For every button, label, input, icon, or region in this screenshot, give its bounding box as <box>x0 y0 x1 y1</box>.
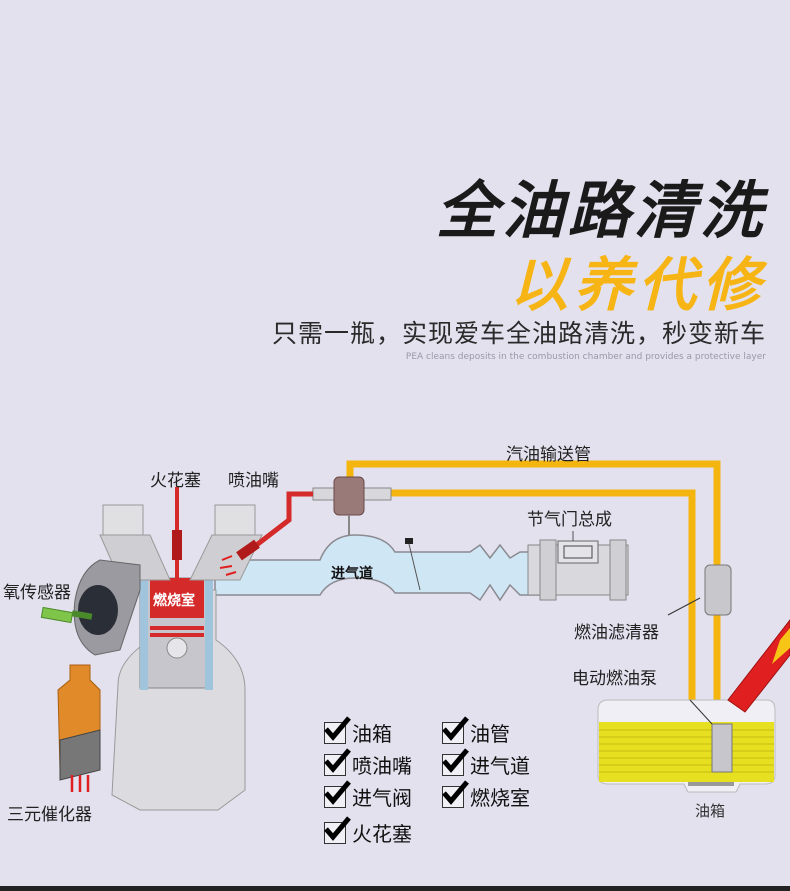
o2-sensor <box>40 606 93 624</box>
checkbox-checked-icon <box>324 747 351 776</box>
label-spark-plug: 火花塞 <box>150 471 201 491</box>
headline-subtitle: 以养代修 <box>509 251 766 319</box>
cleaner-bottle-icon <box>727 619 790 713</box>
checkbox-checked-icon <box>324 779 351 808</box>
checklist-item: 燃烧室 <box>442 779 530 811</box>
label-throttle: 节气门总成 <box>527 510 612 530</box>
label-catalytic-converter: 三元催化器 <box>7 805 92 825</box>
checklist-item: 油箱 <box>324 715 392 747</box>
checklist-label: 进气阀 <box>352 786 412 810</box>
headline-title: 全油路清洗 <box>435 174 766 247</box>
pressure-regulator <box>312 476 392 540</box>
label-fuel-pump: 电动燃油泵 <box>572 669 657 689</box>
injector <box>219 491 313 576</box>
label-intake: 进气道 <box>331 566 373 582</box>
checklist-item: 进气道 <box>442 747 530 779</box>
label-fuel-line: 汽油输送管 <box>506 445 591 465</box>
tagline: 只需一瓶，实现爱车全油路清洗，秒变新车 <box>271 319 766 348</box>
bottom-divider <box>0 886 790 891</box>
tagline-english: PEA cleans deposits in the combustion ch… <box>405 352 766 362</box>
label-injector: 喷油嘴 <box>228 471 279 491</box>
checklist-item: 油管 <box>442 715 510 747</box>
checkbox-checked-icon <box>442 715 469 744</box>
fuel-tank <box>597 699 776 793</box>
engine-block <box>111 577 246 811</box>
checklist-label: 进气道 <box>470 754 530 778</box>
throttle-body <box>527 531 629 601</box>
label-fuel-filter: 燃油滤清器 <box>574 623 659 643</box>
checklist-label: 油箱 <box>352 722 392 746</box>
checkbox-checked-icon <box>324 815 351 844</box>
catalytic-converter <box>57 664 101 792</box>
checklist-label: 油管 <box>470 722 510 746</box>
label-fuel-tank: 油箱 <box>695 802 726 820</box>
label-o2-sensor: 氧传感器 <box>3 583 71 603</box>
checkbox-checked-icon <box>442 747 469 776</box>
checkbox-checked-icon <box>324 715 351 744</box>
checklist-item: 喷油嘴 <box>324 747 412 779</box>
fuel-filter <box>667 564 732 616</box>
checklist-label: 喷油嘴 <box>352 754 412 778</box>
checkbox-checked-icon <box>442 779 469 808</box>
exhaust-manifold <box>73 559 141 656</box>
intake-tube <box>214 534 546 602</box>
checklist-item: 火花塞 <box>324 815 412 847</box>
checklist-item: 进气阀 <box>324 779 412 811</box>
checklist-label: 燃烧室 <box>470 786 530 810</box>
checklist-label: 火花塞 <box>352 822 412 846</box>
spark-plug <box>172 487 182 580</box>
label-combustion-chamber: 燃烧室 <box>153 593 195 609</box>
